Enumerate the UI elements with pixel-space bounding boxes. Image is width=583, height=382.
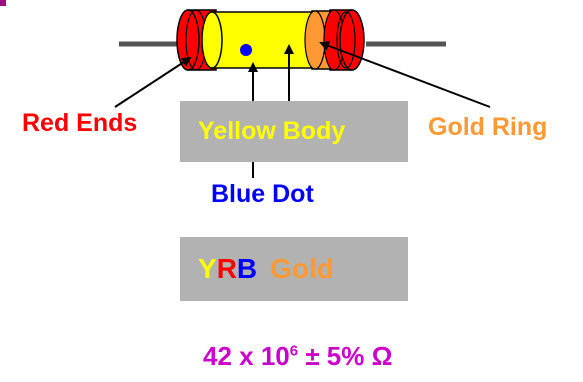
yellow-body bbox=[201, 11, 319, 69]
formula-base: 42 x 10 bbox=[203, 341, 290, 371]
code-box bbox=[180, 237, 408, 301]
code-letter-b: B bbox=[236, 253, 258, 284]
yellow-body-label: Yellow Body bbox=[198, 117, 346, 145]
code-letter-r: R bbox=[216, 253, 237, 284]
color-code: YRB Gold bbox=[198, 255, 334, 283]
red-ends-label: Red Ends bbox=[22, 109, 138, 137]
blue-dot-label: Blue Dot bbox=[211, 180, 314, 208]
formula-tolerance: ± 5% Ω bbox=[298, 341, 393, 371]
label-box-top bbox=[180, 101, 408, 162]
right-red-end bbox=[323, 9, 365, 71]
gold-ring-label: Gold Ring bbox=[428, 113, 548, 141]
blue-dot-marker bbox=[240, 44, 252, 56]
code-letter-y: Y bbox=[198, 253, 217, 284]
formula-exponent: 6 bbox=[289, 342, 299, 360]
gold-ring-arrow bbox=[319, 41, 491, 108]
code-gold: Gold bbox=[270, 253, 334, 284]
slide-bullet-marker bbox=[0, 0, 6, 6]
resistance-formula: 42 x 106 ± 5% Ω bbox=[203, 343, 392, 369]
red-ends-arrow bbox=[114, 56, 192, 108]
